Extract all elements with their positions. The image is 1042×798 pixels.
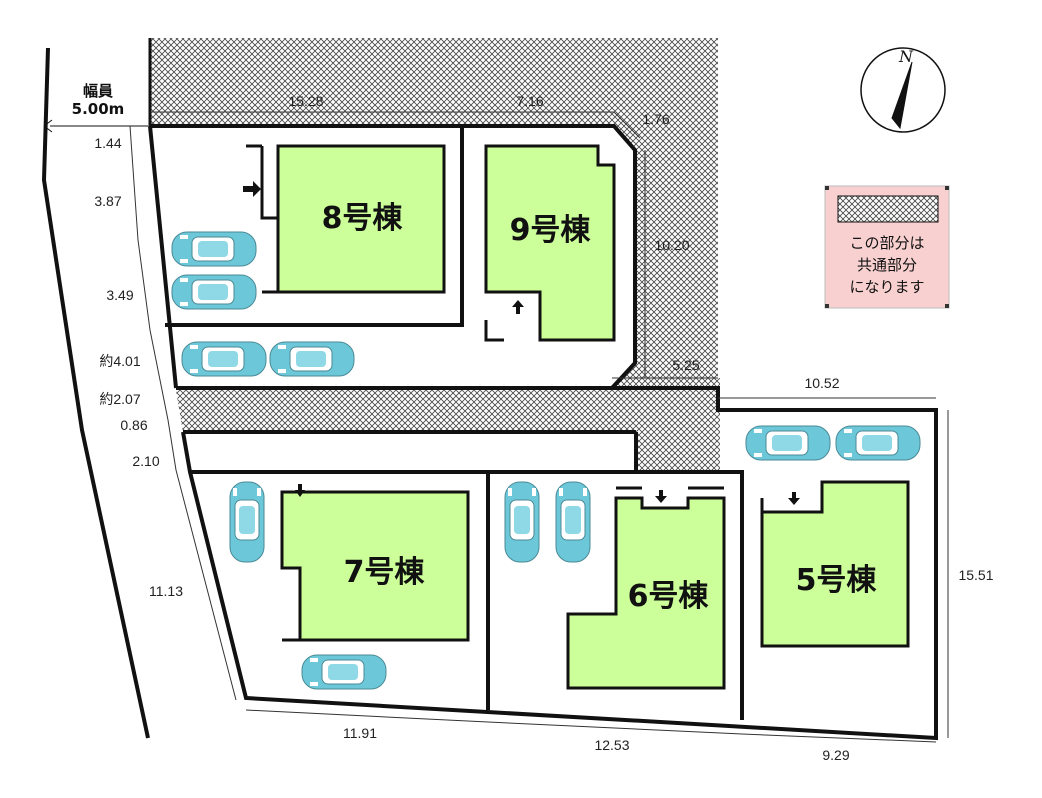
- car-icon: [269, 341, 355, 377]
- entrance-arrow-icon: [512, 300, 524, 314]
- dim-1-44: 1.44: [94, 135, 121, 151]
- legend-line-3: になります: [849, 278, 924, 296]
- building-6-label: 6号棟: [628, 579, 710, 614]
- dim-5-25: 5.25: [672, 357, 699, 373]
- dim-10-20: 10.20: [654, 237, 689, 253]
- car-icon: [555, 481, 591, 563]
- entrance-arrow-icon: [788, 492, 800, 505]
- legend-hatch-swatch: [837, 195, 939, 223]
- dim-3-49: 3.49: [106, 287, 133, 303]
- dim-10-52: 10.52: [804, 375, 839, 391]
- dim-9-29: 9.29: [822, 747, 849, 763]
- dim-3-87: 3.87: [94, 193, 121, 209]
- car-icon: [229, 481, 265, 563]
- building-9: [484, 144, 616, 342]
- car-icon: [171, 274, 257, 310]
- entrance-arrow-icon: [243, 181, 261, 197]
- north-arrow-icon: [891, 61, 913, 130]
- compass: N: [860, 47, 946, 133]
- road: [41, 38, 152, 739]
- building-5: [760, 480, 910, 648]
- entrance-arrow-icon: [295, 484, 305, 497]
- car-icon: [745, 425, 831, 461]
- building-8: [243, 144, 446, 294]
- dim-2-10: 2.10: [132, 453, 159, 469]
- car-icon: [301, 654, 387, 690]
- dim-7-16: 7.16: [516, 93, 543, 109]
- dim-4-01: 約4.01: [99, 353, 140, 369]
- dim-12-53: 12.53: [594, 737, 629, 753]
- dim-0-86: 0.86: [120, 417, 147, 433]
- building-6: [566, 486, 726, 690]
- compass-north-label: N: [898, 47, 914, 66]
- dim-1-76: 1.76: [642, 111, 669, 127]
- building-8-label: 8号棟: [322, 201, 404, 236]
- dim-2-07: 約2.07: [99, 391, 140, 407]
- road-width-label: 幅員: [83, 82, 113, 100]
- dimension-lines: [129, 111, 949, 743]
- car-icon: [181, 341, 267, 377]
- dim-15-28: 15.28: [288, 93, 323, 109]
- building-9-label: 9号棟: [510, 213, 592, 248]
- road-width-value: 5.00m: [72, 100, 125, 118]
- lot-boundaries: [148, 124, 938, 741]
- legend-line-2: 共通部分: [857, 256, 917, 274]
- car-icon: [504, 481, 540, 563]
- car-icon: [171, 231, 257, 267]
- car-icon: [835, 425, 921, 461]
- building-5-label: 5号棟: [796, 563, 878, 598]
- building-7-label: 7号棟: [344, 555, 426, 590]
- dim-15-51: 15.51: [958, 567, 993, 583]
- entrance-arrow-icon: [655, 490, 667, 503]
- legend-line-1: この部分は: [849, 234, 924, 252]
- building-7: [280, 484, 470, 642]
- legend: この部分は 共通部分 になります: [824, 185, 950, 309]
- dim-11-91: 11.91: [343, 725, 377, 741]
- dim-11-13: 11.13: [149, 583, 183, 599]
